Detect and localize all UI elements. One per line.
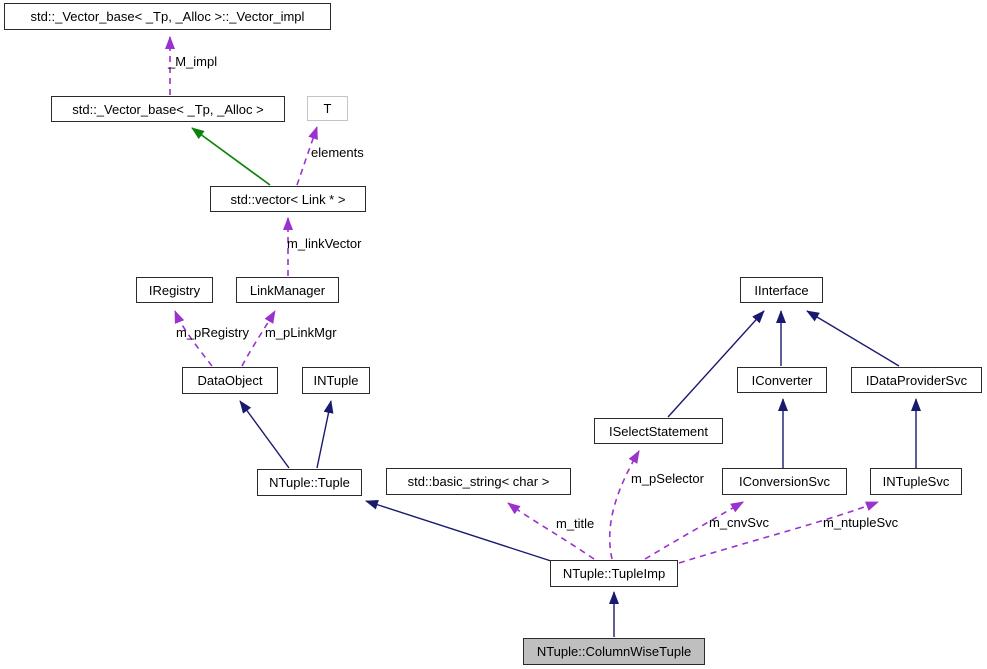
edge-usage-m-cnvsvc — [644, 501, 744, 560]
edge-label-m-ntuplesvc: m_ntupleSvc — [823, 515, 899, 530]
edge-inherit-tupleimp-tuple — [365, 499, 552, 562]
edge-inherit-iselectstatement-iinterface — [667, 310, 765, 418]
edge-label-m-impl: _M_impl — [168, 54, 218, 69]
edge-label-m-cnvsvc: m_cnvSvc — [709, 515, 769, 530]
edge-usage-m-pregistry — [174, 310, 213, 367]
edge-template-inheritance-vector — [191, 127, 271, 186]
class-node-iconversionsvc[interactable]: IConversionSvc — [722, 468, 847, 495]
class-node-tupleimp[interactable]: NTuple::TupleImp — [550, 560, 678, 587]
edge-label-m-linkvector: m_linkVector — [287, 236, 362, 251]
edge-usage-m-title — [507, 502, 595, 560]
class-node-iinterface[interactable]: IInterface — [740, 277, 823, 303]
class-node-idataprovidersvc[interactable]: IDataProviderSvc — [851, 367, 982, 393]
class-node-vector-link[interactable]: std::vector< Link * > — [210, 186, 366, 212]
class-node-basic-string[interactable]: std::basic_string< char > — [386, 468, 571, 495]
class-node-vector-impl[interactable]: std::_Vector_base< _Tp, _Alloc >::_Vecto… — [4, 3, 331, 30]
edge-inherit-idataprovidersvc-iinterface — [806, 310, 900, 367]
class-node-vector-base[interactable]: std::_Vector_base< _Tp, _Alloc > — [51, 96, 285, 122]
class-node-iselectstatement[interactable]: ISelectStatement — [594, 418, 723, 444]
edge-label-m-plinkmgr: m_pLinkMgr — [265, 325, 337, 340]
edge-label-m-title: m_title — [556, 516, 595, 531]
edge-inherit-tuple-intuple — [316, 400, 334, 469]
class-node-linkmanager[interactable]: LinkManager — [236, 277, 339, 303]
edge-label-m-pregistry: m_pRegistry — [176, 325, 249, 340]
edge-label-m-pselector: m_pSelector — [631, 471, 704, 486]
class-node-intuplesvc[interactable]: INTupleSvc — [870, 468, 962, 495]
edge-inherit-tuple-dataobject — [239, 400, 290, 469]
edge-label-elements: elements — [311, 145, 364, 160]
edge-usage-m-pselector — [608, 450, 640, 560]
class-node-dataobject[interactable]: DataObject — [182, 367, 278, 394]
class-node-iregistry[interactable]: IRegistry — [136, 277, 213, 303]
class-node-t: T — [307, 96, 348, 121]
class-node-tuple[interactable]: NTuple::Tuple — [257, 469, 362, 496]
edge-usage-m-ntuplesvc — [678, 501, 879, 564]
class-node-iconverter[interactable]: IConverter — [737, 367, 827, 393]
class-node-columnwisetuple: NTuple::ColumnWiseTuple — [523, 638, 705, 665]
edge-usage-m-plinkmgr — [241, 310, 276, 367]
class-node-intuple[interactable]: INTuple — [302, 367, 370, 394]
